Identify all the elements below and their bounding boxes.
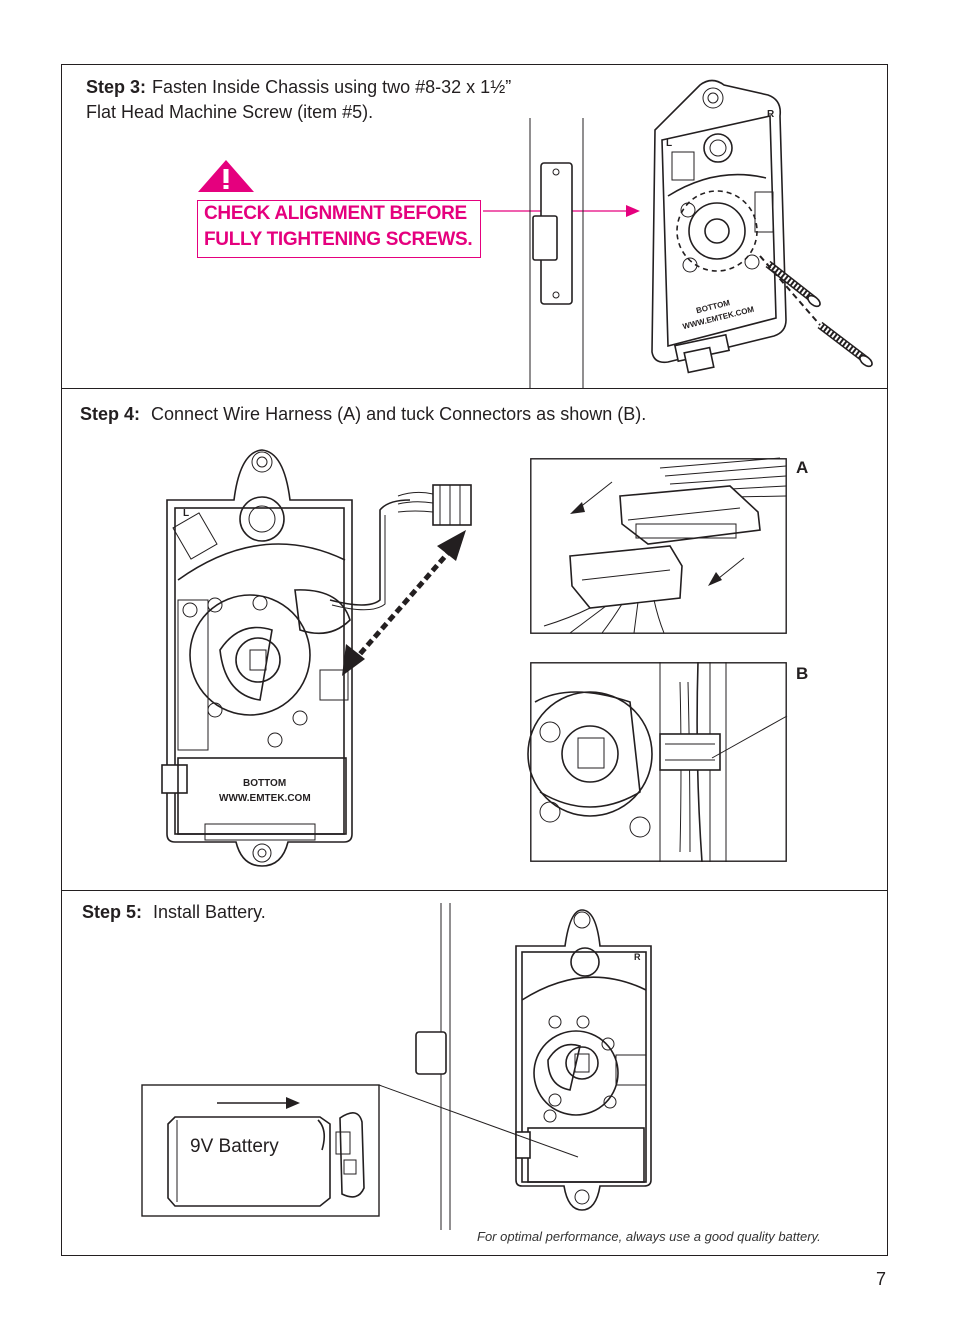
battery-label: 9V Battery: [190, 1136, 279, 1157]
battery-footnote: For optimal performance, always use a go…: [477, 1229, 821, 1244]
chassis-url-label: WWW.EMTEK.COM: [219, 793, 311, 804]
chassis-left-mark: L: [666, 138, 672, 149]
step-3-instruction: Step 3:Fasten Inside Chassis using two #…: [86, 77, 512, 122]
step-4-instruction: Step 4: Connect Wire Harness (A) and tuc…: [80, 404, 647, 424]
chassis-bottom-label: BOTTOM: [243, 778, 286, 789]
detail-b-tucked-connectors: [527, 661, 788, 863]
chassis-right-mark: R: [767, 109, 775, 120]
step-3-illustration: L R BOTTOM WWW.EMTEK.COM: [483, 79, 873, 388]
detail-a-wire-connector: [530, 457, 787, 634]
step-5-instruction: Step 5: Install Battery.: [82, 902, 266, 922]
exclamation-triangle-icon: [198, 160, 254, 192]
alignment-warning-box: CHECK ALIGNMENT BEFORE FULLY TIGHTENING …: [197, 200, 481, 258]
callout-b-label: B: [796, 664, 809, 683]
page-number: 7: [876, 1269, 887, 1289]
step-4-chassis-illustration: L BOTTOM WWW.EMTEK.COM: [161, 449, 472, 867]
chassis-left-mark: L: [183, 508, 189, 519]
warning-line-2: FULLY TIGHTENING SCREWS.: [204, 229, 473, 250]
warning-line-1: CHECK ALIGNMENT BEFORE: [204, 203, 467, 224]
callout-a-label: A: [796, 458, 809, 477]
chassis-right-mark: R: [634, 952, 641, 962]
